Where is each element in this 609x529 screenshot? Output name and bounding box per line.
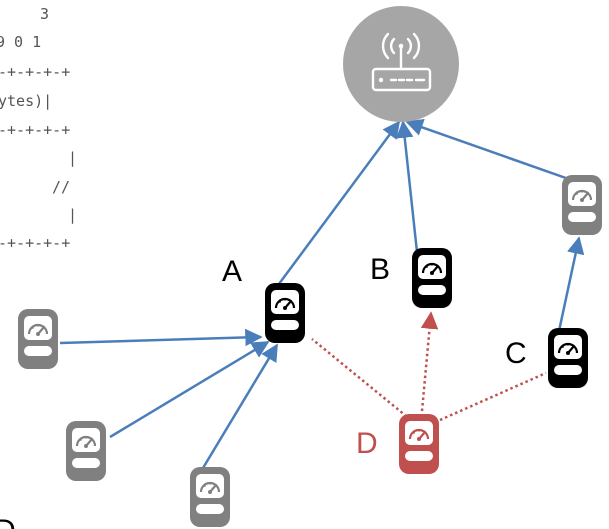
link-lower-left-meter-a [109,340,270,439]
header-line-1: 3 [40,5,49,23]
meter-a [263,281,307,345]
node-label-b: B [370,253,390,286]
header-fragment: 3 9 0 1 -+-+-+-+ ytes)| -+-+-+-+ | // | … [0,5,77,252]
smart-meter-icon [546,326,590,390]
links [59,118,585,474]
header-line-7: // [52,178,70,196]
link-right-meter-router [405,118,581,185]
corner-glyph: D [0,514,16,529]
node-label-d: D [356,427,378,460]
smart-meter-icon [263,281,307,345]
smart-meter-icon [560,173,604,237]
header-line-8: | [68,206,77,224]
wifi-router-icon [371,32,432,92]
header-line-5: -+-+-+-+ [0,121,70,139]
link-d-a-dotted [311,338,412,421]
header-line-3: -+-+-+-+ [0,63,70,81]
smart-meter-icon [410,246,454,310]
header-line-4: ytes)| [0,92,52,110]
router [343,6,459,122]
meter-c [546,326,590,390]
smart-meter-icon [16,307,60,371]
link-c-right-meter [557,236,585,332]
smart-meter-icon [188,465,232,529]
meter-d [397,412,441,476]
node-label-c: C [505,337,527,370]
header-line-9: -+-+-+-+ [0,234,70,252]
link-d-c-dotted [439,371,547,422]
meter-bottom [188,465,232,529]
node-label-a: A [222,255,242,288]
header-line-6: | [68,149,77,167]
link-left-meter-a [59,328,263,347]
meter-right-top [560,173,604,237]
header-line-2: 9 0 1 [0,33,41,51]
smart-meter-icon [397,412,441,476]
meter-lower-left [64,419,108,483]
smart-meter-icon [64,419,108,483]
link-d-b-dotted [420,311,439,412]
meter-left [16,307,60,371]
link-bottom-meter-a [198,343,279,474]
link-b-router [395,120,419,253]
meter-b [410,246,454,310]
link-a-router [271,120,401,293]
